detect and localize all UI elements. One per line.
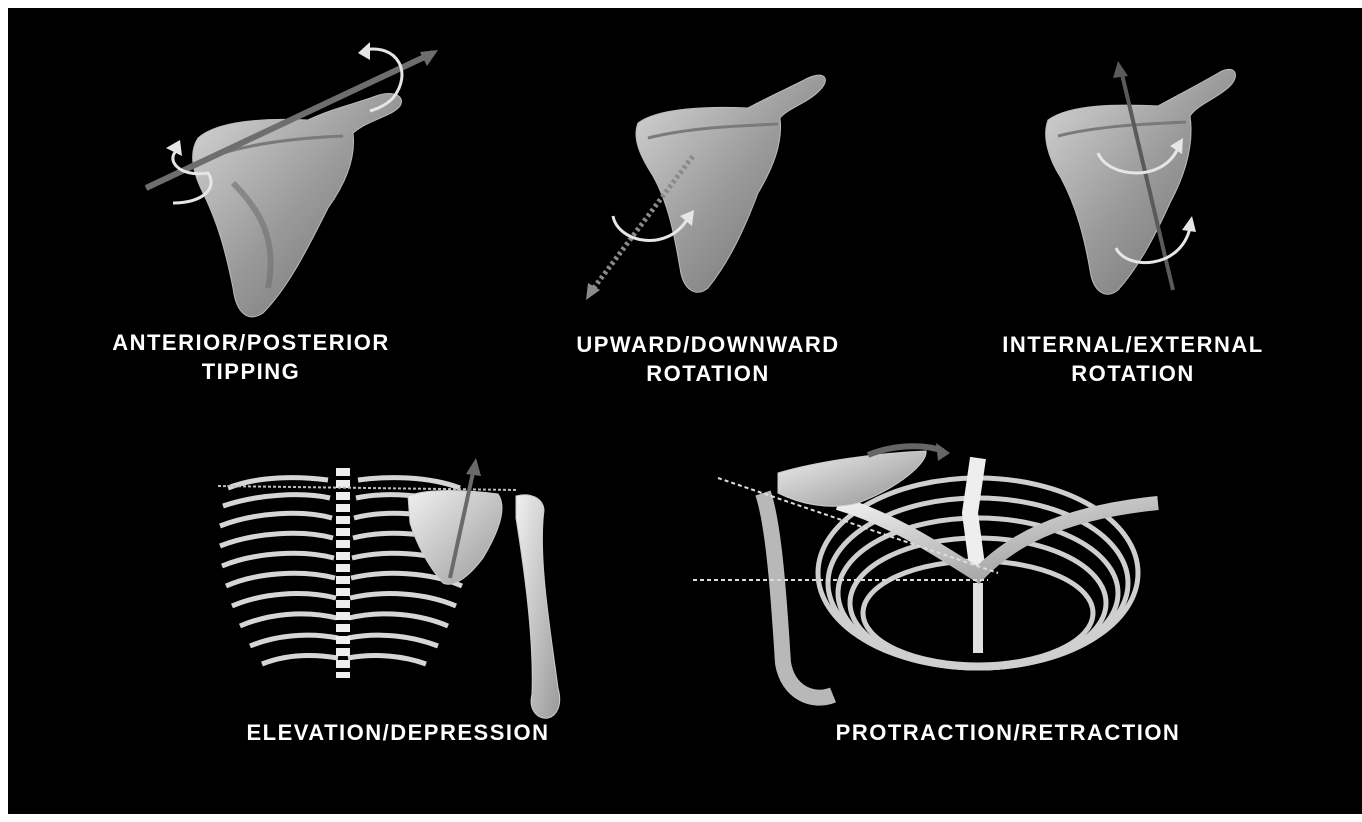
panel-elevation-depression: ELEVATION/DEPRESSION (198, 448, 628, 758)
scapula-bone (1046, 69, 1236, 294)
figure-canvas: ANTERIOR/POSTERIOR TIPPING UPWARD/DOWNWA… (8, 8, 1362, 814)
clavicle-line (218, 486, 518, 490)
spine (970, 458, 978, 573)
label-line-1: PROTRACTION/RETRACTION (798, 718, 1218, 747)
scapula-bone (193, 94, 402, 317)
label-internal-external-rotation: INTERNAL/EXTERNAL ROTATION (958, 330, 1308, 388)
humerus-bone (516, 495, 560, 718)
label-line-2: TIPPING (66, 357, 436, 386)
panel-protraction-retraction: PROTRACTION/RETRACTION (688, 433, 1168, 758)
panel-anterior-posterior-tipping: ANTERIOR/POSTERIOR TIPPING (8, 8, 458, 388)
label-line-2: ROTATION (958, 359, 1308, 388)
label-line-1: ANTERIOR/POSTERIOR (66, 328, 436, 357)
elevation-axis-arrowhead (466, 458, 481, 476)
panel-upward-downward-rotation: UPWARD/DOWNWARD ROTATION (508, 8, 908, 388)
rotation-axis-arrowhead (1113, 61, 1128, 78)
scapula-bone (778, 451, 926, 506)
label-upward-downward-rotation: UPWARD/DOWNWARD ROTATION (530, 330, 886, 388)
label-line-1: ELEVATION/DEPRESSION (198, 718, 598, 747)
scapula-bone (408, 491, 502, 585)
label-line-1: INTERNAL/EXTERNAL (958, 330, 1308, 359)
posterior-thorax-illustration (198, 448, 628, 758)
label-anterior-posterior-tipping: ANTERIOR/POSTERIOR TIPPING (66, 328, 436, 386)
label-protraction-retraction: PROTRACTION/RETRACTION (798, 718, 1218, 747)
label-elevation-depression: ELEVATION/DEPRESSION (198, 718, 598, 747)
superior-thorax-illustration (688, 433, 1168, 758)
scapula-bone (636, 75, 825, 292)
label-line-2: ROTATION (530, 359, 886, 388)
label-line-1: UPWARD/DOWNWARD (530, 330, 886, 359)
panel-internal-external-rotation: INTERNAL/EXTERNAL ROTATION (958, 8, 1358, 388)
